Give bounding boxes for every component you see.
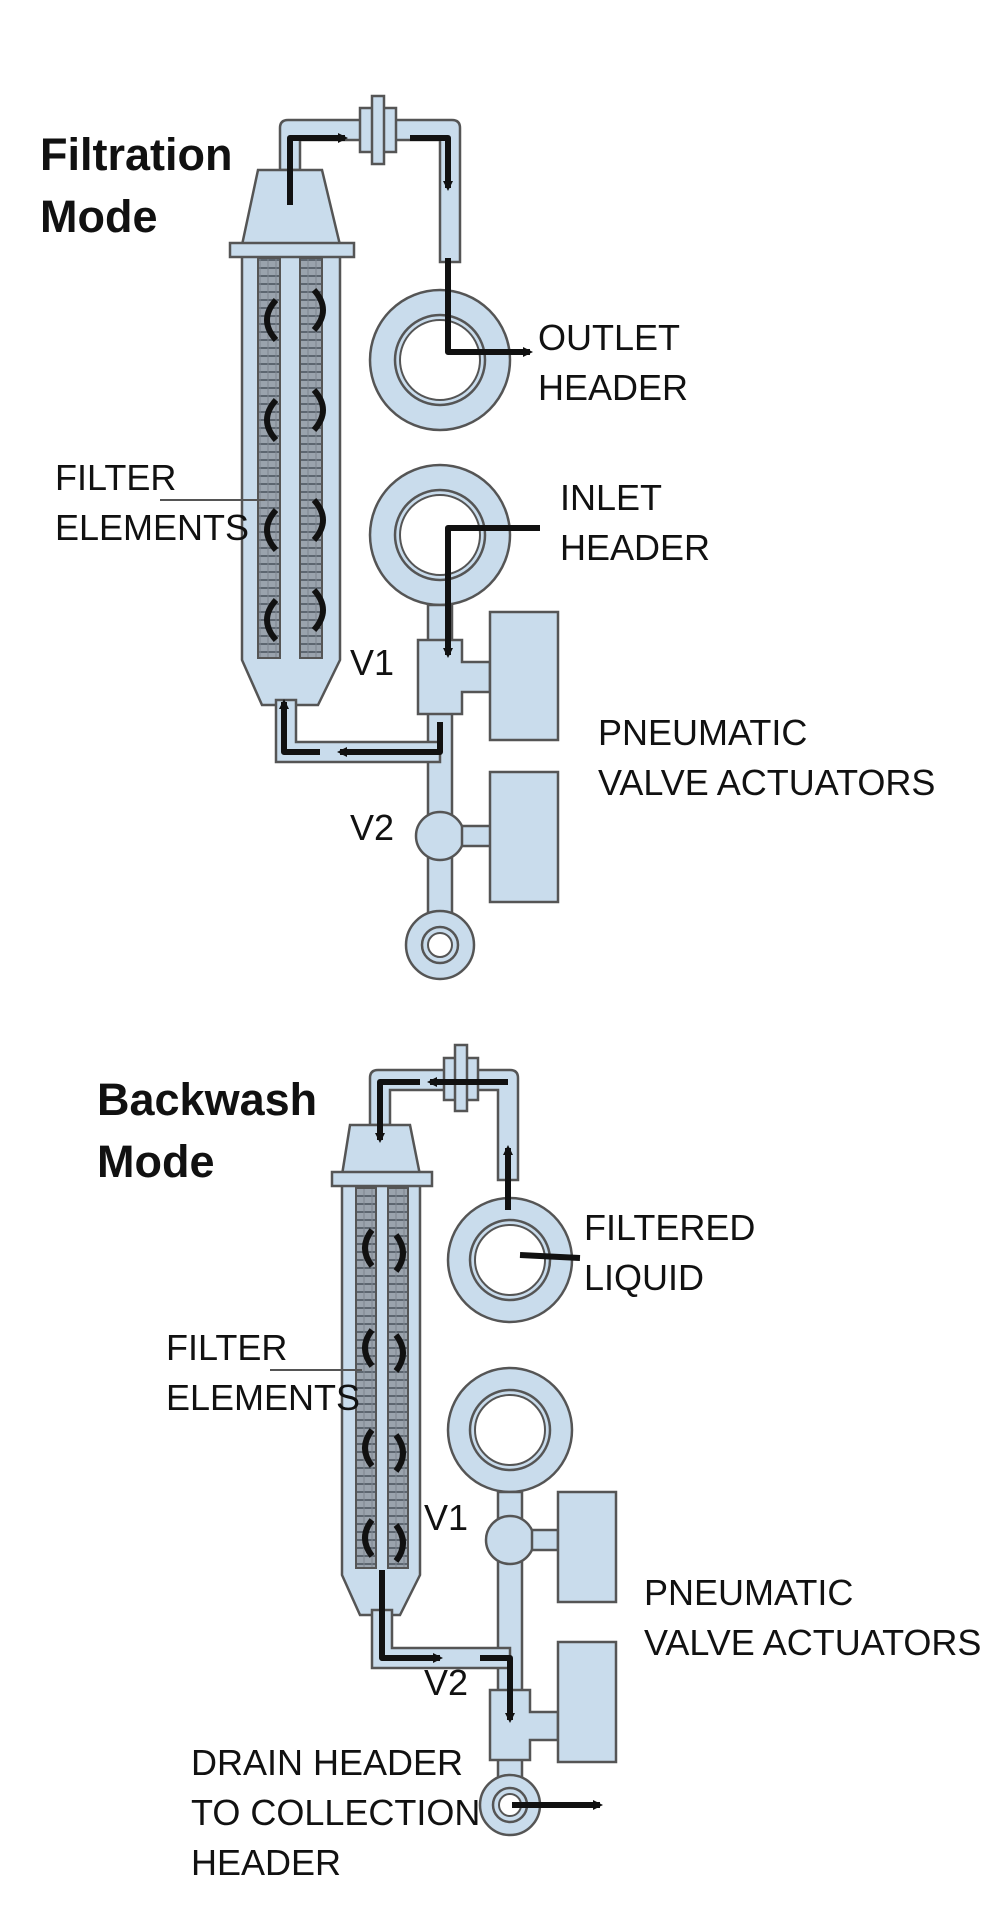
bw-filter-element-left <box>355 1187 377 1569</box>
filtration-filter-elements-line1: FILTER <box>55 457 176 498</box>
element-flow-arrows <box>264 287 326 643</box>
filtration-title-line2: Mode <box>40 191 158 242</box>
vessel-flange <box>228 241 356 259</box>
valve-v2 <box>414 810 466 862</box>
actuator-v1 <box>488 610 560 742</box>
top-return-pipe <box>278 118 462 264</box>
filtration-mode-panel: Filtration Mode <box>40 94 935 981</box>
filter-element-left <box>257 257 281 659</box>
filtered-liquid-label-line1: FILTERED <box>584 1207 755 1248</box>
bw-actuator-v1 <box>556 1490 618 1604</box>
drain-header-small <box>404 909 476 981</box>
backwash-filter-elements-line2: ELEMENTS <box>166 1377 360 1418</box>
bw-filter-element-right <box>387 1187 409 1569</box>
bw-flow-out-bottom <box>379 1570 443 1663</box>
filter-element-right <box>299 257 323 659</box>
flow-arrow-into-vessel <box>279 699 320 755</box>
filtration-v1-label: V1 <box>350 642 394 683</box>
filtration-actuators-line1: PNEUMATIC <box>598 712 807 753</box>
drain-header-label-line2: TO COLLECTION <box>191 1792 480 1833</box>
bw-filtered-leader-line <box>519 1252 581 1261</box>
bw-actuator-v2 <box>556 1640 618 1764</box>
flow-arrow-down-to-outlet <box>445 258 533 357</box>
drain-header-label-line1: DRAIN HEADER <box>191 1742 463 1783</box>
filtration-filter-elements-line2: ELEMENTS <box>55 507 249 548</box>
outlet-header <box>368 288 512 432</box>
bw-valve-v1 <box>484 1514 536 1566</box>
bw-flow-down-into-vessel <box>375 1079 420 1143</box>
flow-arrow-inlet <box>443 525 540 658</box>
valve-v1 <box>416 638 492 716</box>
actuator-v2 <box>488 770 560 904</box>
bw-valve-v2 <box>488 1688 560 1762</box>
filtration-actuators-line2: VALVE ACTUATORS <box>598 762 935 803</box>
filtration-title-line1: Filtration <box>40 129 232 180</box>
top-fitting-stem <box>370 94 386 166</box>
filtered-liquid-header <box>446 1196 574 1324</box>
flow-arrow-up-left <box>287 133 348 205</box>
backwash-title-line1: Backwash <box>97 1074 317 1125</box>
flow-arrow-bottom-return <box>337 722 443 757</box>
bw-element-flow-arrows <box>362 1228 406 1563</box>
outlet-header-label-line1: OUTLET <box>538 317 680 358</box>
outlet-header-label-line2: HEADER <box>538 367 688 408</box>
inlet-header-label-line2: HEADER <box>560 527 710 568</box>
bw-bottom-pipe <box>370 1608 512 1670</box>
filtered-liquid-label-line2: LIQUID <box>584 1257 704 1298</box>
backwash-title-line2: Mode <box>97 1136 215 1187</box>
inlet-header-label-line1: INLET <box>560 477 662 518</box>
drain-header <box>478 1773 542 1837</box>
backwash-v2-label: V2 <box>424 1662 468 1703</box>
backwash-filter-elements-line1: FILTER <box>166 1327 287 1368</box>
drain-header-label-line3: HEADER <box>191 1842 341 1883</box>
backwash-actuators-line1: PNEUMATIC <box>644 1572 853 1613</box>
bw-vessel-flange <box>330 1170 434 1188</box>
backwash-mode-panel: Backwash Mode <box>97 1043 981 1883</box>
filtration-v2-label: V2 <box>350 807 394 848</box>
flow-arrow-top-right <box>410 135 453 191</box>
inlet-header <box>368 463 512 607</box>
backwash-actuators-line2: VALVE ACTUATORS <box>644 1622 981 1663</box>
bw-flow-to-drain <box>480 1655 515 1723</box>
backwash-v1-label: V1 <box>424 1497 468 1538</box>
bw-top-fitting-stem <box>453 1043 469 1113</box>
bw-inlet-header <box>446 1366 574 1494</box>
